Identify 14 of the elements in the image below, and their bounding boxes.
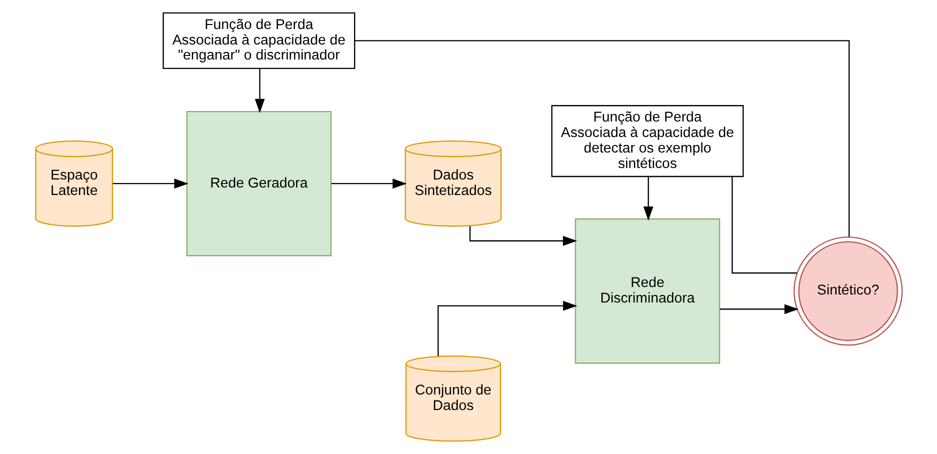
arrow	[330, 178, 406, 189]
arrow	[112, 178, 188, 189]
arrow	[642, 176, 653, 221]
arrow	[254, 68, 264, 114]
node-box: Função de Perda Associada à capacidade de "enganar" o discriminador	[162, 12, 355, 70]
arrow	[437, 300, 577, 356]
node-box: Função de Perda Associada à capacidade de detectar os exemplo sintéticos	[550, 105, 744, 178]
arrow	[468, 226, 577, 246]
node-box: Rede Geradora	[186, 110, 332, 256]
arrow	[719, 304, 798, 314]
connector	[354, 40, 850, 237]
connector	[731, 176, 796, 274]
node-circle: Sintético?	[793, 236, 902, 346]
node-box: Rede Discriminadora	[574, 218, 720, 364]
